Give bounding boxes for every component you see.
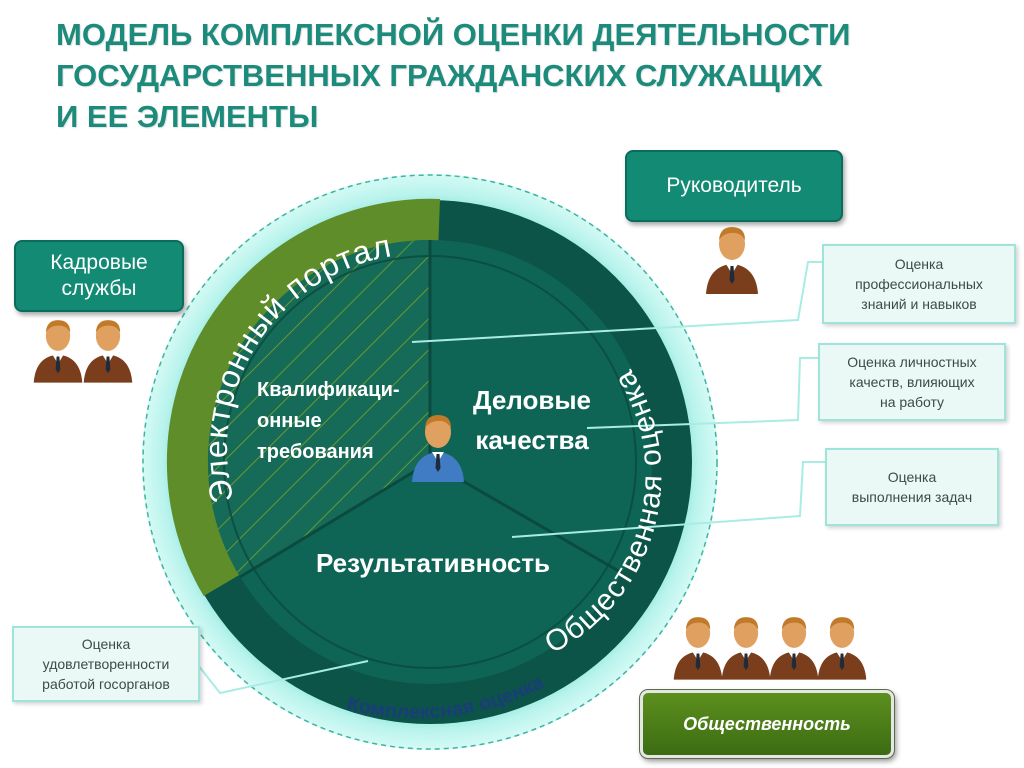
person-figure [769,617,819,680]
public-label: Общественность [683,713,851,734]
callout-satisfaction-line-3: работой госорганов [42,676,170,692]
leader-lines [197,261,826,695]
callout-professional-line-1: Оценка [894,256,944,272]
person-figure [673,617,723,680]
qualification-sector [207,239,430,577]
center-employee-person-icon [407,410,469,482]
callout-satisfaction-line-2: удовлетворенности [42,656,170,672]
hr-person-icon [30,314,86,384]
callout-satisfaction-line-1: Оценка [81,636,131,652]
hr-label-line-1: Кадровые [50,251,148,274]
page-title: МОДЕЛЬ КОМПЛЕКСНОЙ ОЦЕНКИ ДЕЯТЕЛЬНОСТИ Г… [56,14,986,137]
callout-personal-qualities: Оценка личностных качеств, влияющих на р… [818,343,1006,421]
inner-guide-circle [223,255,637,669]
performance-label: Результативность [316,548,550,578]
hr-box: Кадровые службы [14,240,184,312]
public-person-icon [718,612,774,680]
person-figure [706,227,758,294]
business-label-line-1: Деловые [473,385,591,415]
qualification-label-line-1: Квалификаци- [257,379,400,401]
person-figure [33,320,83,383]
public-person-icon [766,612,822,680]
manager-label: Руководитель [666,174,802,197]
person-figure [412,415,464,482]
callout-professional-knowledge: Оценка профессиональных знаний и навыков [822,244,1016,324]
person-figure [83,320,133,383]
title-line-2: ГОСУДАРСТВЕННЫХ ГРАЖДАНСКИХ СЛУЖАЩИХ [56,58,823,93]
public-person-icon [814,612,870,680]
callout-personal-line-1: Оценка личностных [847,354,977,370]
qualification-label-line-3: требования [257,441,374,463]
callout-professional-line-2: профессиональных [855,276,983,292]
person-figure [721,617,771,680]
callout-personal-line-3: на работу [879,394,945,410]
outer-ring-dashed-edge [142,174,718,750]
callout-tasks-line-1: Оценка [887,469,937,485]
hr-label-line-2: службы [61,277,137,300]
person-figure [817,617,867,680]
manager-box: Руководитель [625,150,843,222]
business-label-line-2: качества [475,425,589,455]
callout-satisfaction: Оценка удовлетворенности работой госорга… [12,626,200,702]
public-person-icon [670,612,726,680]
public-box: Общественность [639,689,895,759]
qualification-label: Квалификаци- онные требования [257,379,400,463]
manager-person-icon [702,222,762,294]
callout-tasks-line-2: выполнения задач [851,489,973,505]
callout-personal-line-2: качеств, влияющих [849,374,975,390]
title-line-1: МОДЕЛЬ КОМПЛЕКСНОЙ ОЦЕНКИ ДЕЯТЕЛЬНОСТИ [56,17,851,52]
qualification-label-line-2: онные [257,410,322,432]
callout-task-performance: Оценка выполнения задач [825,448,999,526]
title-line-3: И ЕЕ ЭЛЕМЕНТЫ [56,99,319,134]
hr-person-icon [80,314,136,384]
callout-professional-line-3: знаний и навыков [861,296,977,312]
business-qualities-label: Деловые качества [473,385,591,455]
